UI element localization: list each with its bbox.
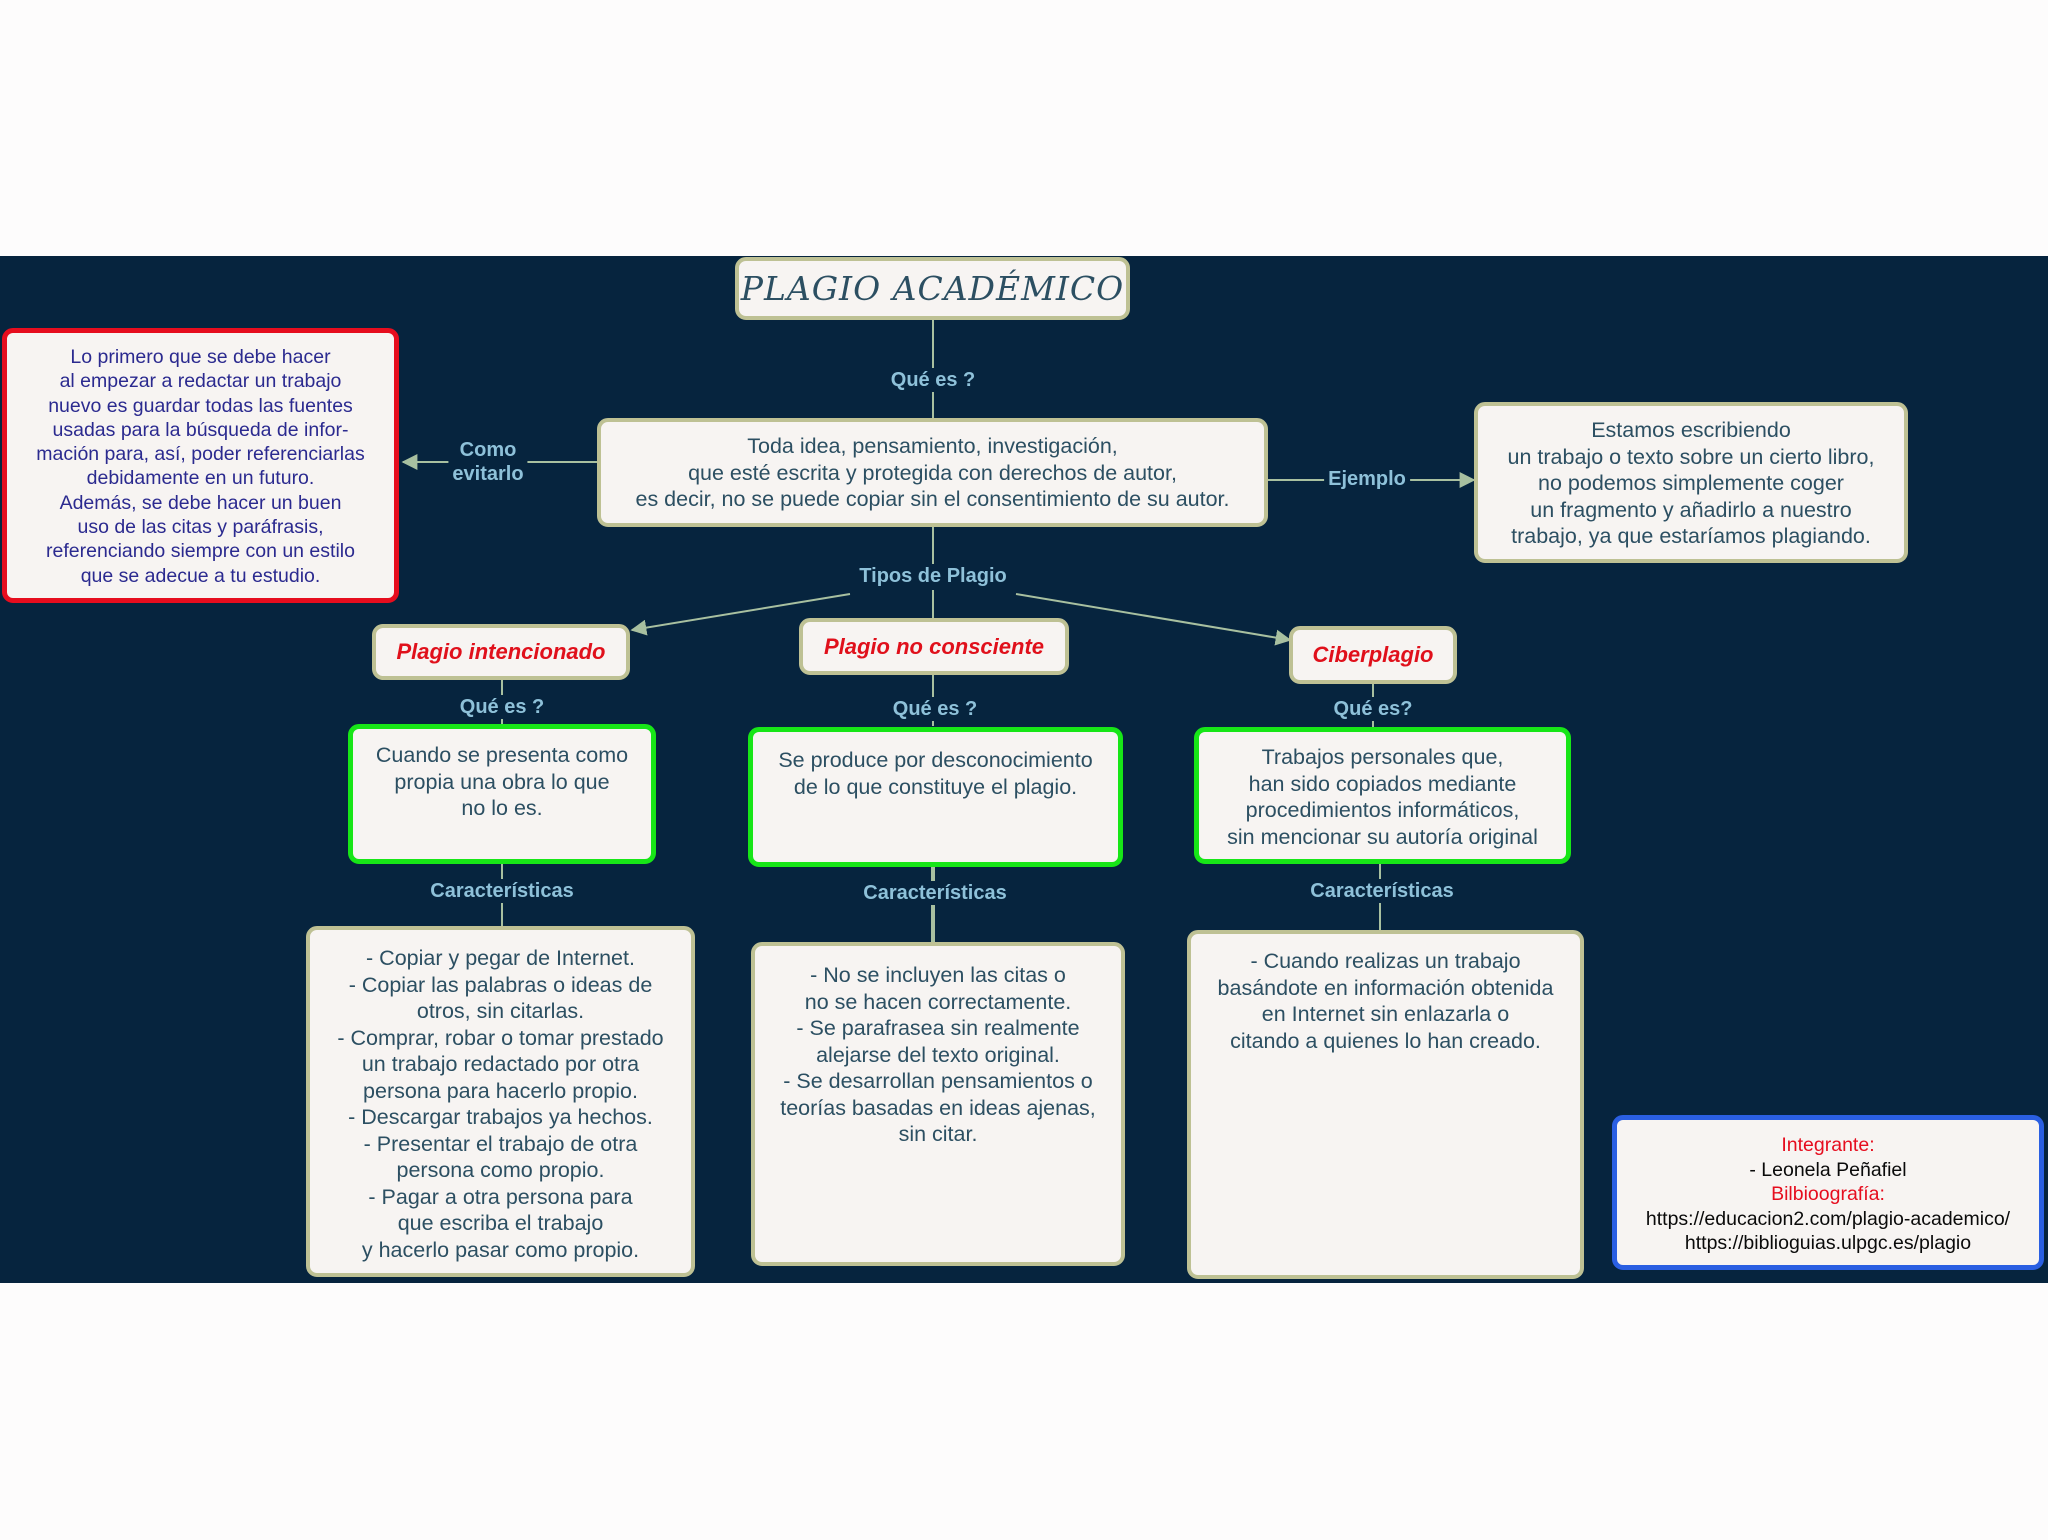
avoid-box: Lo primero que se debe hacer al empezar … [2,328,399,603]
credits-box: Integrante: - Leonela Peñafiel Bilbioogr… [1612,1115,2044,1270]
integrante-label: Integrante: [1781,1134,1875,1156]
features-box-no-consciente: - No se incluyen las citas o no se hacen… [751,942,1125,1266]
diagram-title: PLAGIO ACADÉMICO [735,257,1130,320]
bibliography-link-biblioguias[interactable]: https://biblioguias.ulpgc.es/plagio [1684,1232,1972,1254]
label-caracteristicas-ciberplagio: Características [1306,879,1458,903]
bibliography-link-educacion2[interactable]: https://educacion2.com/plagio-academico/ [1645,1207,2011,1230]
label-caracteristicas-intencionado: Características [426,879,578,903]
example-box: Estamos escribiendo un trabajo o texto s… [1474,402,1908,563]
definition-box: Toda idea, pensamiento, investigación, q… [597,418,1268,527]
what-box-intencionado: Cuando se presenta como propia una obra … [348,724,656,864]
label-que-es-ciberplagio: Qué es? [1329,697,1417,721]
integrante-name: - Leonela Peñafiel [1749,1158,1907,1181]
label-que-es-intencionado: Qué es ? [455,695,549,719]
type-plagio-intencionado: Plagio intencionado [372,624,630,680]
label-que-es: Qué es ? [886,368,980,392]
type-plagio-no-consciente: Plagio no consciente [799,618,1069,675]
features-box-ciberplagio: - Cuando realizas un trabajo basándote e… [1187,930,1584,1279]
label-que-es-no-consciente: Qué es ? [888,697,982,721]
type-ciberplagio: Ciberplagio [1289,626,1457,684]
label-como-evitarlo: Como evitarlo [448,438,528,486]
what-box-no-consciente: Se produce por desconocimiento de lo que… [748,727,1123,867]
line-types-intencionado [630,593,851,636]
bibliography-label: Bilbioografía: [1771,1183,1885,1205]
features-box-intencionado: - Copiar y pegar de Internet. - Copiar l… [306,926,695,1277]
label-tipos-de-plagio: Tipos de Plagio [855,564,1011,588]
line-types-ciberplagio [1015,593,1292,646]
label-caracteristicas-no-consciente: Características [859,881,1011,905]
what-box-ciberplagio: Trabajos personales que, han sido copiad… [1194,727,1571,864]
label-ejemplo: Ejemplo [1324,467,1410,491]
